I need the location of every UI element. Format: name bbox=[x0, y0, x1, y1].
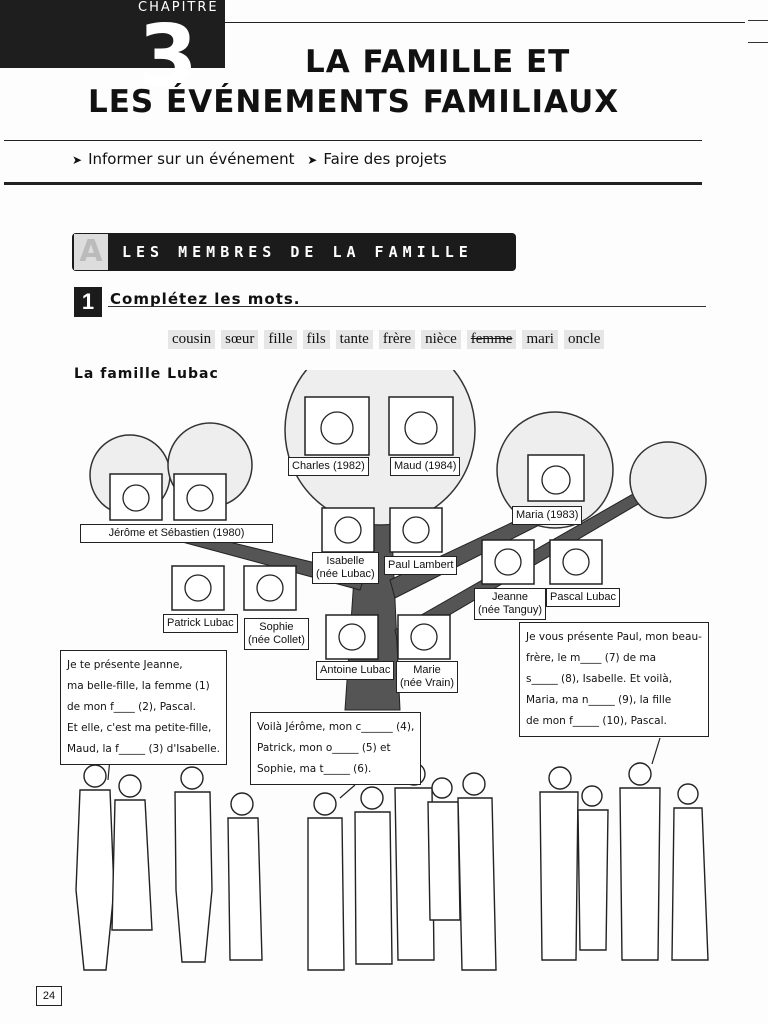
label-jeanne: Jeanne (née Tanguy) bbox=[474, 588, 547, 620]
person-figure bbox=[354, 786, 393, 965]
objectives: ➤ Informer sur un événement ➤ Faire des pr… bbox=[72, 150, 447, 168]
arrow-icon: ➤ bbox=[307, 153, 318, 167]
margin-mark-top-2 bbox=[748, 42, 768, 43]
bubble-right-line: Je vous présente Paul, mon beau- bbox=[526, 631, 702, 643]
person-figure bbox=[75, 764, 115, 971]
person-figure bbox=[619, 762, 661, 961]
word-bank-item: oncle bbox=[563, 330, 605, 349]
exercise-number: 1 bbox=[74, 287, 102, 317]
family-title: La famille Lubac bbox=[74, 366, 219, 382]
word-bank-item: tante bbox=[335, 330, 373, 349]
bubble-right-line: Maria, ma n_____ (9), la fille bbox=[526, 694, 672, 706]
objective-2: Faire des projets bbox=[323, 150, 447, 168]
bubble-right-line: frère, le m____ (7) de ma bbox=[526, 652, 657, 664]
person-figure bbox=[174, 766, 213, 963]
header-top-rule bbox=[225, 22, 745, 23]
bubble-left-line: Maud, la f_____ (3) d'Isabelle. bbox=[67, 743, 220, 755]
bubble-middle-line: Patrick, mon o_____ (5) et bbox=[257, 742, 391, 754]
portrait-antoine bbox=[325, 614, 379, 660]
section-banner bbox=[72, 233, 516, 271]
person-figure bbox=[577, 785, 609, 951]
portrait-patrick bbox=[171, 565, 225, 611]
portrait-isabelle bbox=[321, 507, 375, 553]
chapter-number: 3 bbox=[138, 7, 198, 107]
chapter-title-line-1: LA FAMILLE ET bbox=[305, 44, 571, 80]
word-bank-item: frère bbox=[378, 330, 416, 349]
speech-bubble-middle: Voilà Jérôme, mon c______ (4), Patrick, … bbox=[250, 712, 422, 785]
label-sophie-nee: (née Collet) bbox=[248, 634, 305, 646]
person-figure bbox=[394, 762, 435, 961]
bubble-middle-line: Sophie, ma t_____ (6). bbox=[257, 763, 372, 775]
portrait-jerome bbox=[109, 473, 163, 521]
bubble-right-line: s_____ (8), Isabelle. Et voilà, bbox=[526, 673, 673, 685]
label-marie-nee: (née Vrain) bbox=[400, 677, 455, 689]
chapter-banner bbox=[0, 0, 225, 68]
person-figure bbox=[539, 766, 579, 961]
label-maud: Maud (1984) bbox=[390, 457, 461, 476]
portrait-maria bbox=[527, 454, 585, 502]
portrait-maud bbox=[388, 396, 454, 456]
bubble-left-line: Et elle, c'est ma petite-fille, bbox=[67, 722, 212, 734]
label-jerome-sebastien: Jérôme et Sébastien (1980) bbox=[80, 524, 273, 543]
objectives-rule bbox=[4, 182, 702, 185]
title-rule bbox=[4, 140, 702, 141]
label-isabelle-nee: (née Lubac) bbox=[316, 568, 375, 580]
label-isabelle-name: Isabelle bbox=[326, 555, 365, 567]
bubble-left-line: ma belle-fille, la femme (1) bbox=[67, 680, 210, 692]
portrait-paul bbox=[389, 507, 443, 553]
foliage-far-right bbox=[629, 441, 707, 519]
label-sophie-name: Sophie bbox=[259, 621, 294, 633]
arrow-icon: ➤ bbox=[72, 153, 83, 167]
objective-1: Informer sur un événement bbox=[88, 150, 295, 168]
label-antoine: Antoine Lubac bbox=[316, 661, 395, 680]
exercise-instruction: Complétez les mots. bbox=[110, 290, 301, 308]
portrait-marie bbox=[397, 614, 451, 660]
word-bank-item: cousin bbox=[168, 330, 216, 349]
portrait-pascal bbox=[549, 539, 603, 585]
portrait-jeanne bbox=[481, 539, 535, 585]
person-figure bbox=[671, 783, 709, 961]
section-letter: A bbox=[74, 234, 108, 270]
label-marie-name: Marie bbox=[413, 664, 441, 676]
bubble-left-line: Je te présente Jeanne, bbox=[67, 659, 183, 671]
person-figure bbox=[307, 792, 345, 971]
bubble-left-line: de mon f____ (2), Pascal. bbox=[67, 701, 196, 713]
label-maria: Maria (1983) bbox=[512, 506, 583, 525]
portrait-sebastien bbox=[173, 473, 227, 521]
label-paul: Paul Lambert bbox=[384, 556, 458, 575]
word-bank: cousin sœur fille fils tante frère nièce… bbox=[168, 330, 605, 349]
word-bank-item: fille bbox=[264, 330, 297, 349]
word-bank-item: fils bbox=[302, 330, 330, 349]
section-title: LES MEMBRES DE LA FAMILLE bbox=[122, 243, 473, 261]
label-sophie: Sophie (née Collet) bbox=[244, 618, 309, 650]
bubble-right-line: de mon f_____ (10), Pascal. bbox=[526, 715, 667, 727]
label-isabelle: Isabelle (née Lubac) bbox=[312, 552, 379, 584]
person-figure bbox=[457, 772, 497, 971]
chapter-label: CHAPITRE bbox=[138, 0, 219, 15]
speech-bubble-left: Je te présente Jeanne, ma belle-fille, l… bbox=[60, 650, 227, 765]
label-jeanne-nee: (née Tanguy) bbox=[478, 604, 543, 616]
speech-bubble-right: Je vous présente Paul, mon beau- frère, … bbox=[519, 622, 709, 737]
portrait-sophie bbox=[243, 565, 297, 611]
label-patrick: Patrick Lubac bbox=[163, 614, 238, 633]
label-pascal: Pascal Lubac bbox=[546, 588, 621, 607]
word-bank-item: nièce bbox=[421, 330, 461, 349]
margin-mark-top bbox=[748, 20, 768, 21]
portrait-charles bbox=[304, 396, 370, 456]
label-marie: Marie (née Vrain) bbox=[396, 661, 459, 693]
exercise-rule bbox=[108, 306, 706, 307]
label-charles: Charles (1982) bbox=[288, 457, 369, 476]
word-bank-item: mari bbox=[522, 330, 558, 349]
word-bank-item: sœur bbox=[221, 330, 259, 349]
word-bank-item-struck: femme bbox=[466, 330, 517, 349]
person-figure bbox=[111, 774, 153, 931]
label-jeanne-name: Jeanne bbox=[491, 591, 529, 603]
bubble-middle-line: Voilà Jérôme, mon c______ (4), bbox=[257, 721, 415, 733]
chapter-title-line-2: LES ÉVÉNEMENTS FAMILIAUX bbox=[88, 84, 620, 120]
page-number: 24 bbox=[36, 986, 62, 1006]
person-figure bbox=[227, 792, 263, 961]
person-figure bbox=[427, 777, 461, 921]
